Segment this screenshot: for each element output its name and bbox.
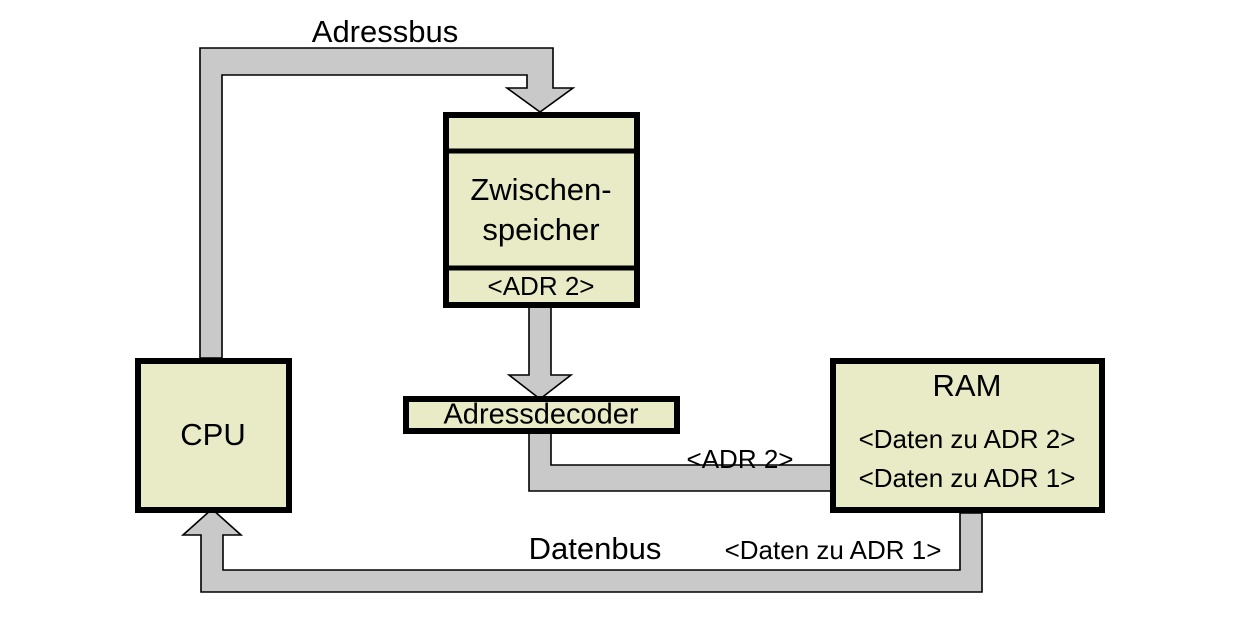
node-adressdecoder[interactable]: Adressdecoder [403, 396, 680, 434]
zwischenspeicher-body-line2: speicher [482, 212, 599, 247]
cpu-label: CPU [180, 417, 245, 452]
connection-zwischenspeicher-to-decoder [506, 304, 574, 401]
datenbus-value-label: <Daten zu ADR 1> [725, 535, 942, 565]
zwischenspeicher-body-line1: Zwischen- [470, 172, 611, 207]
ram-title-label: RAM [933, 368, 1002, 403]
datenbus-arrow-path [180, 507, 983, 593]
adressbus-label: Adressbus [312, 14, 458, 49]
zwischenspeicher-decoder-arrow [506, 304, 574, 401]
zwischenspeicher-box[interactable] [443, 112, 640, 308]
ram-box[interactable] [830, 358, 1105, 513]
node-zwischenspeicher[interactable]: Zwischen- speicher <ADR 2> [443, 112, 640, 308]
connection-adressbus [199, 47, 576, 359]
cpu-box[interactable] [135, 358, 292, 513]
node-ram[interactable]: RAM <Daten zu ADR 2> <Daten zu ADR 1> [830, 358, 1105, 513]
datenbus-label: Datenbus [529, 531, 662, 566]
adressbus-arrow-path [199, 47, 576, 359]
connection-datenbus [180, 507, 983, 593]
adressdecoder-label: Adressdecoder [443, 399, 638, 431]
ram-row2-label: <Daten zu ADR 1> [859, 463, 1076, 493]
node-cpu[interactable]: CPU [135, 358, 292, 513]
adressdecoder-box[interactable] [403, 396, 680, 434]
ram-row1-label: <Daten zu ADR 2> [859, 424, 1076, 454]
decoder-to-ram-label: <ADR 2> [687, 444, 794, 474]
zwischenspeicher-footer-label: <ADR 2> [488, 271, 595, 301]
